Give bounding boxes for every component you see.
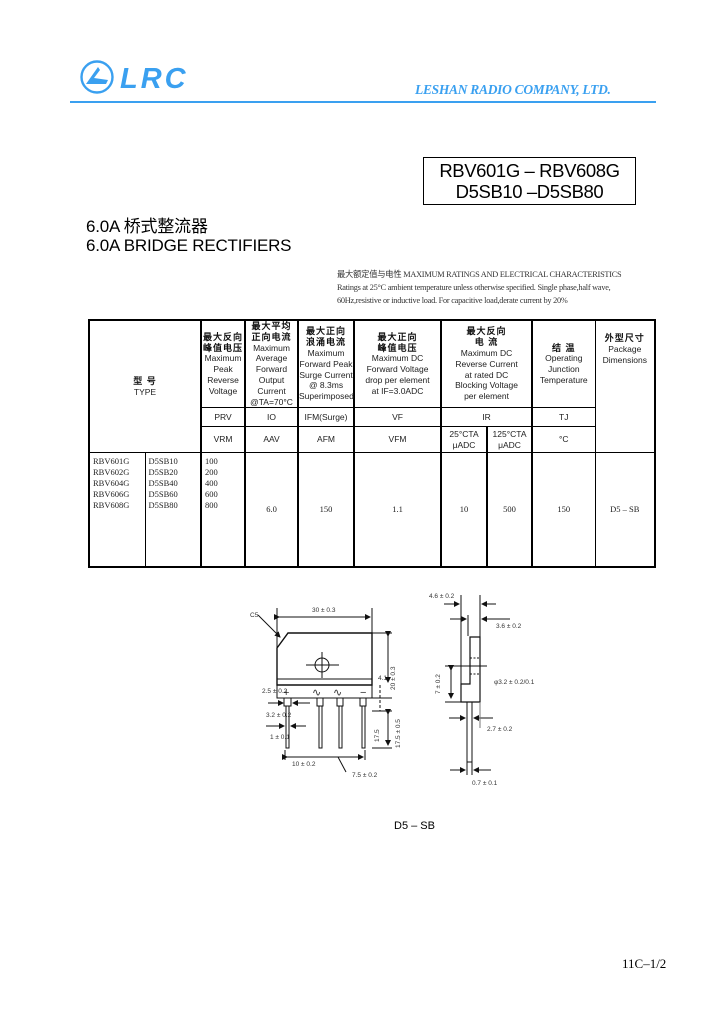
svg-text:17.5: 17.5 <box>374 729 381 742</box>
symbol-ifsm: IFM(Surge) <box>297 407 355 428</box>
svg-text:2.5 ± 0.2: 2.5 ± 0.2 <box>262 688 288 695</box>
svg-text:C5: C5 <box>250 612 259 619</box>
unit-vf: VFM <box>353 426 442 454</box>
unit-ifsm: AFM <box>297 426 355 454</box>
ifsm-value: 150 <box>297 452 355 568</box>
unit-io: AAV <box>244 426 299 454</box>
lrc-logo: LRC <box>80 60 189 95</box>
symbol-io: IO <box>244 407 299 428</box>
symbol-vf: VF <box>353 407 442 428</box>
title-chinese: 6.0A 桥式整流器 <box>86 217 208 236</box>
svg-text:17.5 ± 0.5: 17.5 ± 0.5 <box>395 719 402 748</box>
ratings-note: 最大额定值与电性 MAXIMUM RATINGS AND ELECTRICAL … <box>337 268 657 307</box>
tj-value: 150 <box>531 452 596 568</box>
svg-text:∿: ∿ <box>312 687 321 699</box>
io-value: 6.0 <box>244 452 299 568</box>
logo-text: LRC <box>120 63 189 95</box>
svg-text:+: + <box>283 687 289 699</box>
svg-text:φ3.2 ± 0.2/0.1: φ3.2 ± 0.2/0.1 <box>494 679 535 686</box>
symbol-tj: TJ <box>531 407 596 428</box>
type-header: 型 号 TYPE <box>88 319 202 454</box>
svg-text:20 ± 0.3: 20 ± 0.3 <box>390 666 397 690</box>
symbol-prv: PRV <box>200 407 246 428</box>
front-view <box>257 608 392 773</box>
ir-125-value: 500 <box>486 452 533 568</box>
svg-text:−: − <box>360 687 366 699</box>
front-view-labels: C5 30 ± 0.3 2.5 ± 0.2 3.2 ± 0.2 1 ± 0.1 … <box>250 607 402 779</box>
header-rule <box>70 101 656 103</box>
svg-text:10 ± 0.2: 10 ± 0.2 <box>292 761 316 768</box>
ratings-conditions-1: Ratings at 25°C ambient temperature unle… <box>337 283 611 292</box>
part-range-rbv: RBV601G – RBV608G <box>439 160 620 181</box>
ratings-heading: 最大额定值与电性 MAXIMUM RATINGS AND ELECTRICAL … <box>337 270 622 279</box>
company-name: LESHAN RADIO COMPANY, LTD. <box>415 82 611 97</box>
package-value: D5 – SB <box>594 452 656 568</box>
svg-text:∿: ∿ <box>333 687 342 699</box>
page-number: 11C–1/2 <box>622 956 667 971</box>
package-caption: D5 – SB <box>394 820 435 832</box>
svg-text:3.2 ± 0.2: 3.2 ± 0.2 <box>266 712 292 719</box>
unit-prv: VRM <box>200 426 246 454</box>
side-view <box>444 595 510 775</box>
svg-text:3.6 ± 0.2: 3.6 ± 0.2 <box>496 623 522 630</box>
svg-text:0.7 ± 0.1: 0.7 ± 0.1 <box>472 780 498 787</box>
svg-text:2.7 ± 0.2: 2.7 ± 0.2 <box>487 726 513 733</box>
part-number-box: RBV601G – RBV608G D5SB10 –D5SB80 <box>423 157 636 205</box>
title-english: 6.0A BRIDGE RECTIFIERS <box>86 236 292 255</box>
logo-mark-icon <box>86 67 108 84</box>
svg-text:30 ± 0.3: 30 ± 0.3 <box>312 607 336 614</box>
vf-value: 1.1 <box>353 452 442 568</box>
svg-text:7.5 ± 0.2: 7.5 ± 0.2 <box>352 772 378 779</box>
unit-tj: °C <box>531 426 596 454</box>
ratings-conditions-2: 60Hz,resistive or inductive load. For ca… <box>337 296 568 305</box>
ir-25-value: 10 <box>440 452 488 568</box>
part-range-d5sb: D5SB10 –D5SB80 <box>455 181 604 202</box>
package-dimension-drawing: C5 30 ± 0.3 2.5 ± 0.2 3.2 ± 0.2 1 ± 0.1 … <box>250 593 535 787</box>
svg-text:7 ± 0.2: 7 ± 0.2 <box>435 674 442 694</box>
side-view-labels: 4.6 ± 0.2 3.6 ± 0.2 φ3.2 ± 0.2/0.1 7 ± 0… <box>429 593 535 787</box>
symbol-ir: IR <box>440 407 533 428</box>
svg-text:4.1: 4.1 <box>378 675 387 682</box>
svg-text:1 ± 0.1: 1 ± 0.1 <box>270 734 290 741</box>
svg-text:4.6 ± 0.2: 4.6 ± 0.2 <box>429 593 455 600</box>
